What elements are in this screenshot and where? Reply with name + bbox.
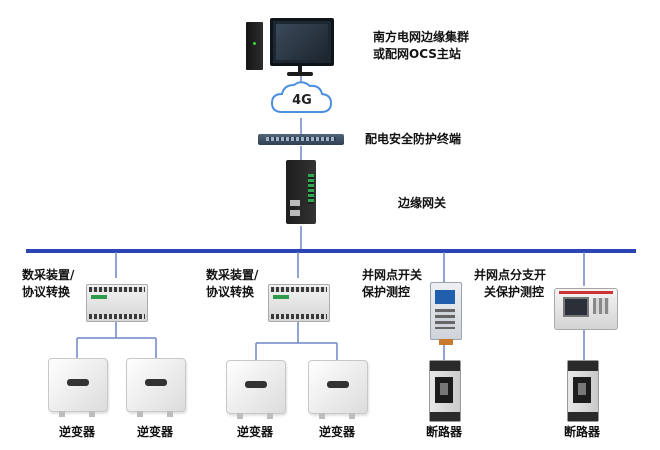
inverter-1-label: 逆变器 xyxy=(58,425,95,439)
pc-tower-icon xyxy=(246,22,263,70)
edge-gateway-icon xyxy=(286,160,316,224)
daq-mid-device-icon xyxy=(268,284,330,322)
edge-gateway-label: 边缘网关 xyxy=(398,196,447,210)
inverter-1-icon xyxy=(48,358,108,417)
breaker-2-icon xyxy=(567,360,599,422)
breaker-2-label: 断路器 xyxy=(563,425,600,439)
daq-left-device-icon xyxy=(86,284,148,322)
inverter-2-icon xyxy=(126,358,186,417)
master-station-label: 南方电网边缘集群 或配网OCS主站 xyxy=(373,30,470,61)
breaker-1-label: 断路器 xyxy=(425,425,462,439)
security-terminal-label: 配电安全防护终端 xyxy=(365,132,462,146)
inverter-3-label: 逆变器 xyxy=(236,425,273,439)
grid-point-relay-label: 并网点开关 保护测控 xyxy=(362,268,423,299)
daq-mid-label: 数采装置/ 协议转换 xyxy=(206,268,259,299)
cloud-4g-label: 4G xyxy=(292,93,312,108)
inverter-4-icon xyxy=(308,360,368,419)
daq-left-label: 数采装置/ 协议转换 xyxy=(22,268,75,299)
branch-relay-icon xyxy=(554,288,618,330)
branch-relay-label: 并网点分支开 关保护测控 xyxy=(474,268,547,299)
inverter-2-label: 逆变器 xyxy=(136,425,173,439)
security-terminal-icon xyxy=(258,134,344,145)
breaker-1-icon xyxy=(429,360,461,422)
monitor-icon xyxy=(270,18,334,66)
cloud-icon xyxy=(270,81,333,113)
grid-point-relay-icon xyxy=(430,282,462,345)
inverter-4-label: 逆变器 xyxy=(318,425,355,439)
inverter-3-icon xyxy=(226,360,286,419)
